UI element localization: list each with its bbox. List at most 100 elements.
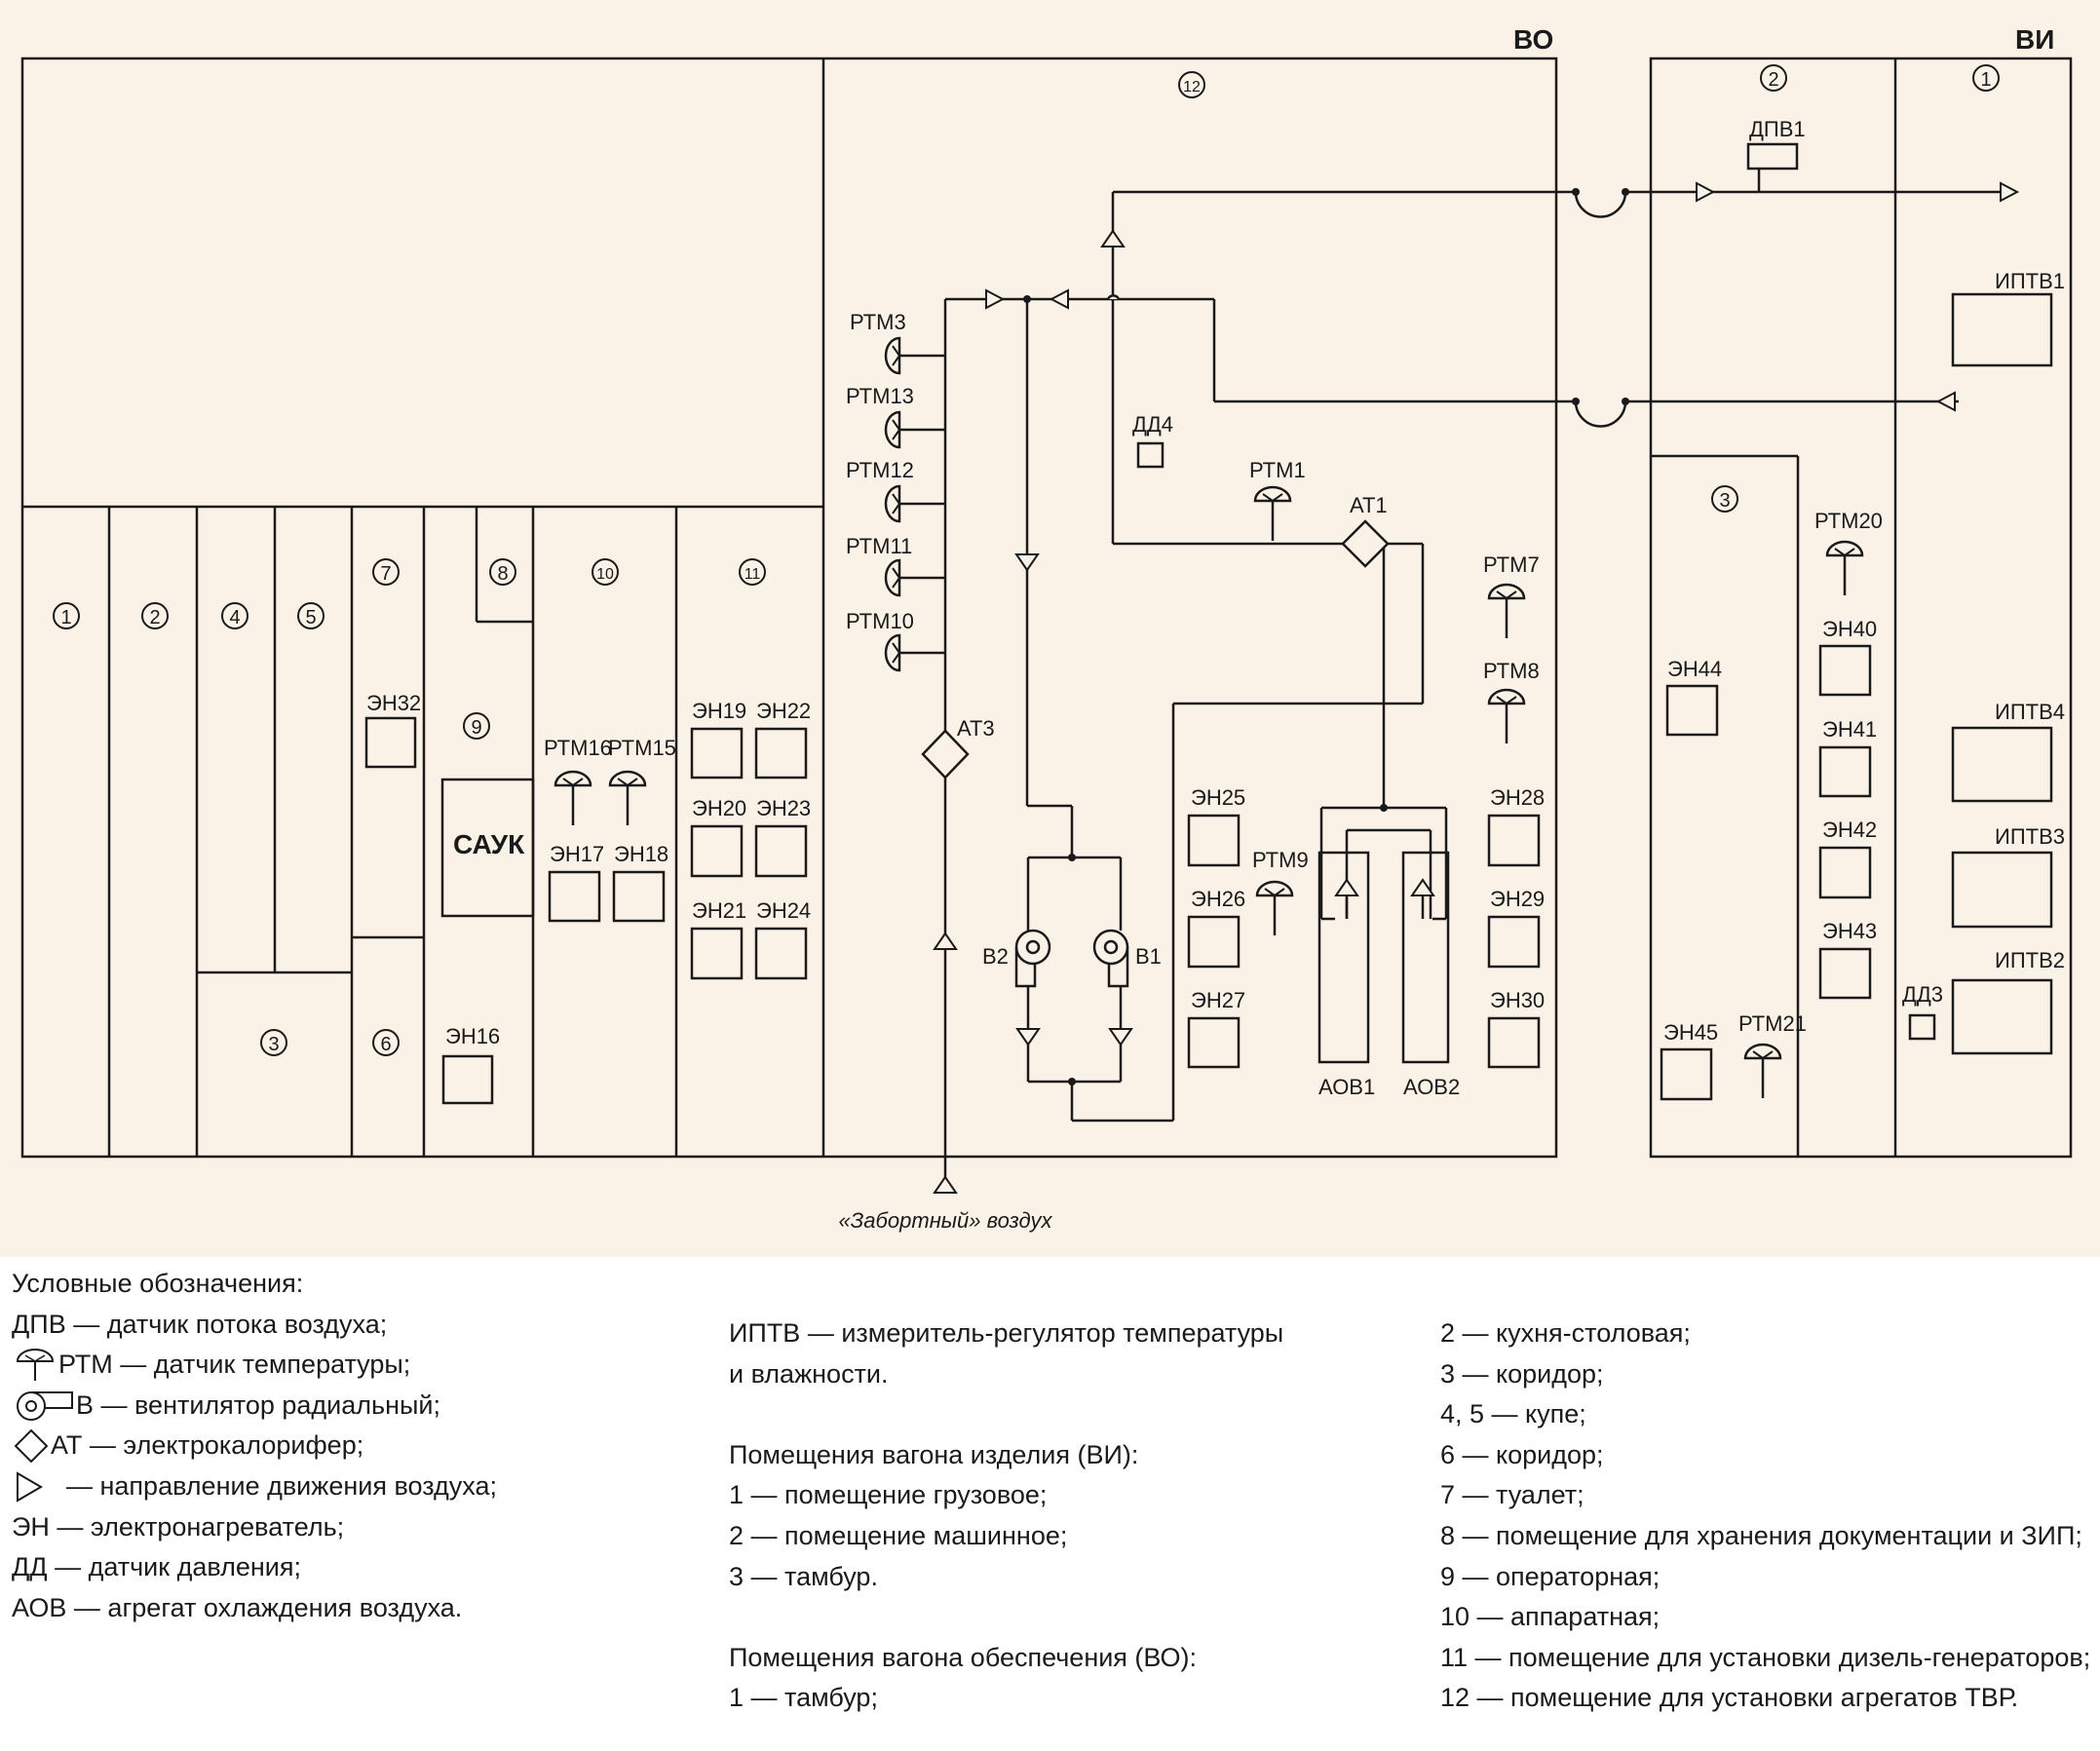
rtm8-label: РТМ8 (1483, 659, 1540, 683)
legend-vo-7: 7 — туалет; (1440, 1480, 1585, 1510)
legend-vo-8: 8 — помещение для хранения документации … (1440, 1520, 2082, 1550)
vo-room-4: 4 (229, 607, 240, 628)
iptv4-label: ИПТВ4 (1995, 700, 2065, 724)
legend-vo-1: 1 — тамбур; (729, 1683, 878, 1713)
legend-dd: ДД — датчик давления; (12, 1552, 301, 1582)
legend-column-1: Условные обозначения: ДПВ — датчик поток… (12, 1264, 497, 1628)
legend-vo-45: 4, 5 — купе; (1440, 1399, 1586, 1429)
rtm10-label: РТМ10 (846, 609, 914, 633)
en18-label: ЭН18 (614, 842, 668, 866)
aov2-label: АОВ2 (1403, 1075, 1460, 1099)
radial-fan-icon (17, 1390, 73, 1421)
vo-room-11: 11 (745, 566, 761, 583)
rtm20-label: РТМ20 (1814, 509, 1883, 533)
outside-air-label: «Забортный» воздух (839, 1208, 1053, 1233)
air-heater-icon (14, 1428, 49, 1464)
iptv2-label: ИПТВ2 (1995, 948, 2065, 972)
direction-arrow-icon (17, 1471, 43, 1503)
rtm21-label: РТМ21 (1738, 1011, 1807, 1036)
legend-vo-11: 11 — помещение для установки дизель-гене… (1440, 1642, 2091, 1672)
legend-at-text: АТ — электрокалорифер; (51, 1430, 364, 1461)
rtm15-label: РТМ15 (608, 736, 676, 760)
vi-room-1: 1 (1980, 69, 1991, 91)
legend-at: АТ — электрокалорифер; (12, 1426, 497, 1466)
vo-room-12: 12 (1183, 79, 1201, 95)
legend-vi-title: Помещения вагона изделия (ВИ): (729, 1439, 1139, 1469)
vo-room-9: 9 (471, 717, 481, 739)
en26-label: ЭН26 (1191, 887, 1245, 911)
vi-label: ВИ (2015, 24, 2054, 55)
en41-label: ЭН41 (1822, 717, 1877, 742)
rtm9-label: РТМ9 (1252, 848, 1309, 872)
aov1-label: АОВ1 (1318, 1075, 1375, 1099)
en21-label: ЭН21 (692, 898, 746, 923)
vo-room-5: 5 (305, 607, 316, 628)
vo-room-1: 1 (60, 607, 71, 628)
legend-direction: — направление движения воздуха; (12, 1466, 497, 1507)
en44-label: ЭН44 (1667, 657, 1722, 681)
legend-vo-3: 3 — коридор; (1440, 1358, 1604, 1389)
en40-label: ЭН40 (1822, 617, 1877, 641)
vi-outline (1649, 57, 2073, 1159)
legend-vi-2: 2 — помещение машинное; (729, 1520, 1068, 1550)
vo-room-3: 3 (268, 1034, 279, 1055)
en20-label: ЭН20 (692, 796, 746, 820)
en19-label: ЭН19 (692, 699, 746, 723)
en16-label: ЭН16 (445, 1024, 500, 1048)
en29-label: ЭН29 (1490, 887, 1545, 911)
vo-room-2: 2 (149, 607, 160, 628)
legend-direction-text: — направление движения воздуха; (66, 1470, 497, 1501)
vo-label: ВО (1513, 24, 1553, 55)
vi-room-2: 2 (1768, 69, 1778, 91)
at1-label: АТ1 (1350, 493, 1388, 517)
legend-column-3: 2 — кухня-столовая; 3 — коридор; 4, 5 — … (1440, 1313, 2090, 1719)
legend: Условные обозначения: ДПВ — датчик поток… (0, 1257, 2100, 1751)
b1-label: В1 (1135, 944, 1162, 969)
en28-label: ЭН28 (1490, 785, 1545, 810)
dpv1-label: ДПВ1 (1749, 117, 1806, 141)
en43-label: ЭН43 (1822, 919, 1877, 943)
vo-room-7: 7 (380, 563, 391, 585)
en23-label: ЭН23 (756, 796, 811, 820)
ventilation-scheme: ВО ВИ 1 2 4 5 3 7 6 (20, 24, 2073, 1233)
rtm11-label: РТМ11 (846, 534, 912, 558)
at3-label: АТ3 (957, 716, 995, 741)
dd3-label: ДД3 (1902, 982, 1943, 1007)
vi-room-3: 3 (1719, 490, 1730, 512)
legend-vo-10: 10 — аппаратная; (1440, 1602, 1661, 1632)
iptv1-label: ИПТВ1 (1995, 269, 2065, 293)
legend-column-2: ИПТВ — измеритель-регулятор температуры … (729, 1313, 1283, 1719)
rtm1-label: РТМ1 (1249, 458, 1306, 482)
diagram-panel: ВО ВИ 1 2 4 5 3 7 6 (0, 0, 2100, 1257)
vo-room-8: 8 (497, 563, 508, 585)
legend-fan: В — вентилятор радиальный; (12, 1386, 497, 1427)
en25-label: ЭН25 (1191, 785, 1245, 810)
legend-vo-6: 6 — коридор; (1440, 1439, 1604, 1469)
legend-vi-1: 1 — помещение грузовое; (729, 1480, 1048, 1510)
rtm3-label: РТМ3 (850, 310, 906, 334)
rtm16-label: РТМ16 (544, 736, 612, 760)
en45-label: ЭН45 (1663, 1020, 1718, 1045)
en42-label: ЭН42 (1822, 818, 1877, 842)
legend-iptv-1: ИПТВ — измеритель-регулятор температуры (729, 1318, 1284, 1348)
vo-room-10: 10 (596, 566, 614, 583)
legend-rtm: РТМ — датчик температуры; (12, 1345, 497, 1386)
legend-dpv: ДПВ — датчик потока воздуха; (12, 1309, 388, 1339)
vo-room-6: 6 (380, 1034, 391, 1055)
en17-label: ЭН17 (550, 842, 604, 866)
dd4-label: ДД4 (1132, 412, 1173, 437)
legend-vo-2: 2 — кухня-столовая; (1440, 1318, 1691, 1348)
rtm13-label: РТМ13 (846, 384, 914, 408)
legend-vo-12: 12 — помещение для установки агрегатов Т… (1440, 1683, 2019, 1713)
en22-label: ЭН22 (756, 699, 811, 723)
legend-vo-title: Помещения вагона обеспечения (ВО): (729, 1642, 1198, 1672)
en27-label: ЭН27 (1191, 988, 1245, 1012)
legend-aov: АОВ — агрегат охлаждения воздуха. (12, 1592, 463, 1622)
b2-label: В2 (982, 944, 1009, 969)
legend-iptv-2: и влажности. (729, 1358, 889, 1389)
legend-rtm-text: РТМ — датчик температуры; (58, 1350, 411, 1380)
iptv3-label: ИПТВ3 (1995, 824, 2065, 849)
rtm7-label: РТМ7 (1483, 552, 1540, 577)
sauk-label: САУК (453, 829, 525, 859)
